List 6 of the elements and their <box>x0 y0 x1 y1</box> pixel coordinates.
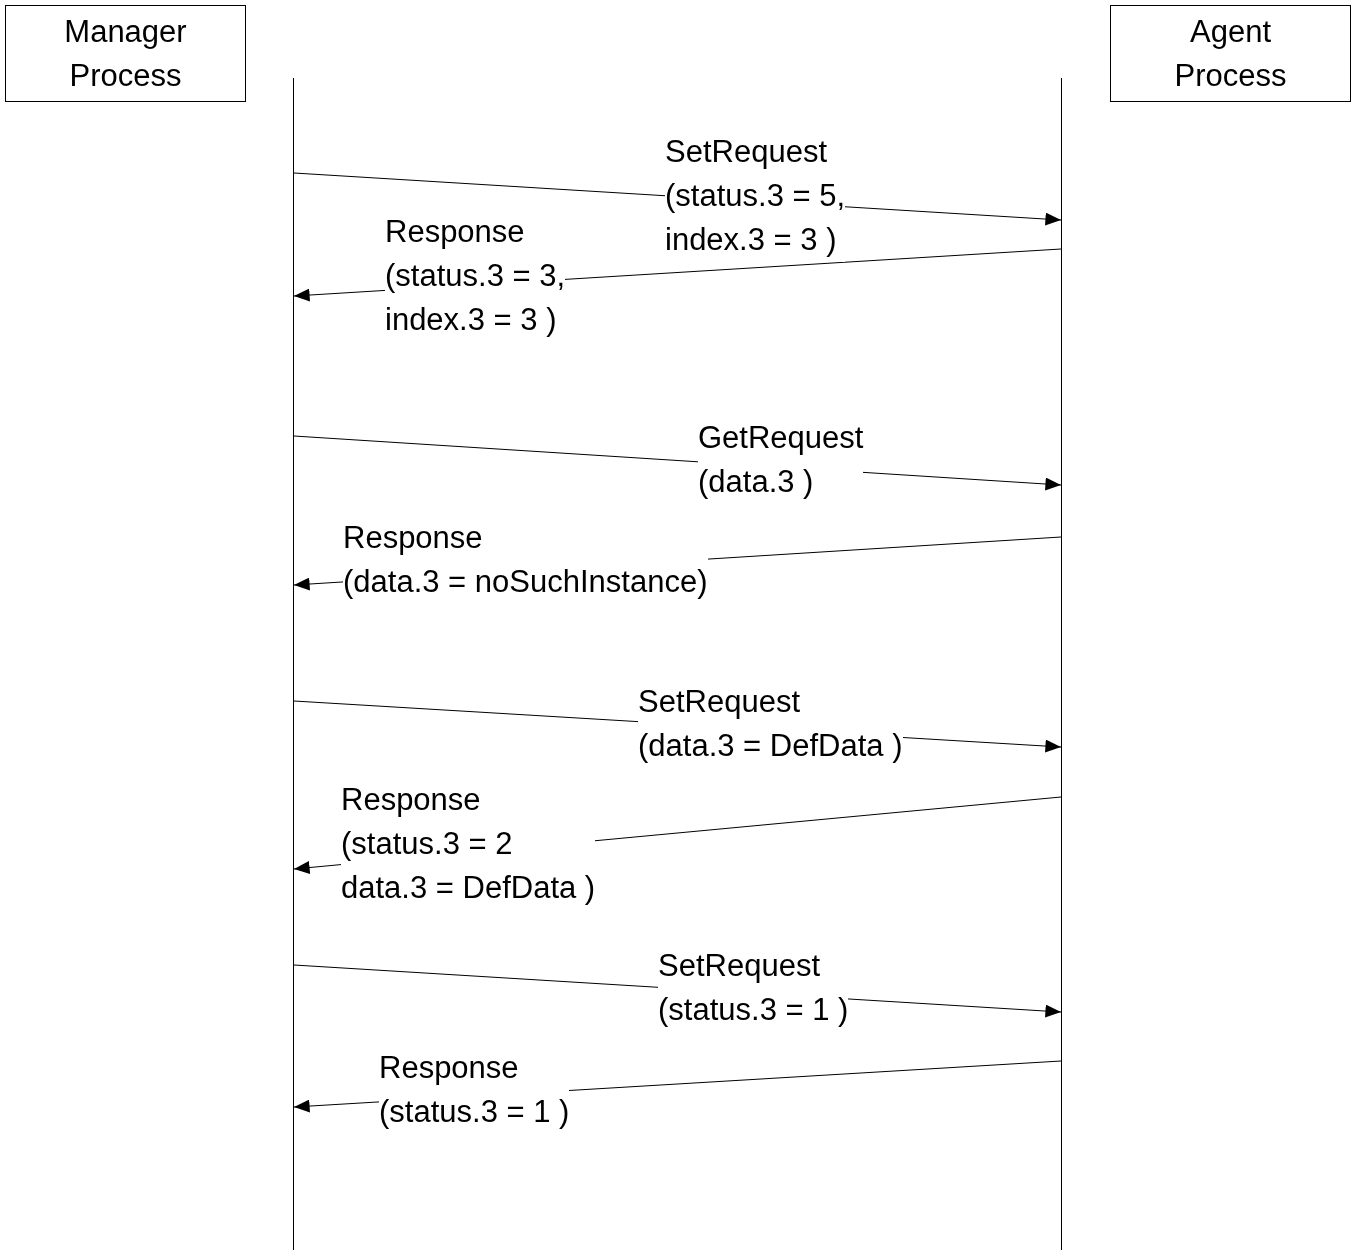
lifeline <box>293 78 294 1250</box>
process-box <box>1110 5 1351 102</box>
process-label: Manager Process <box>63 12 188 95</box>
process-label: Agent Process <box>1173 12 1288 95</box>
lifeline <box>1061 78 1062 1250</box>
process-box <box>5 5 246 102</box>
